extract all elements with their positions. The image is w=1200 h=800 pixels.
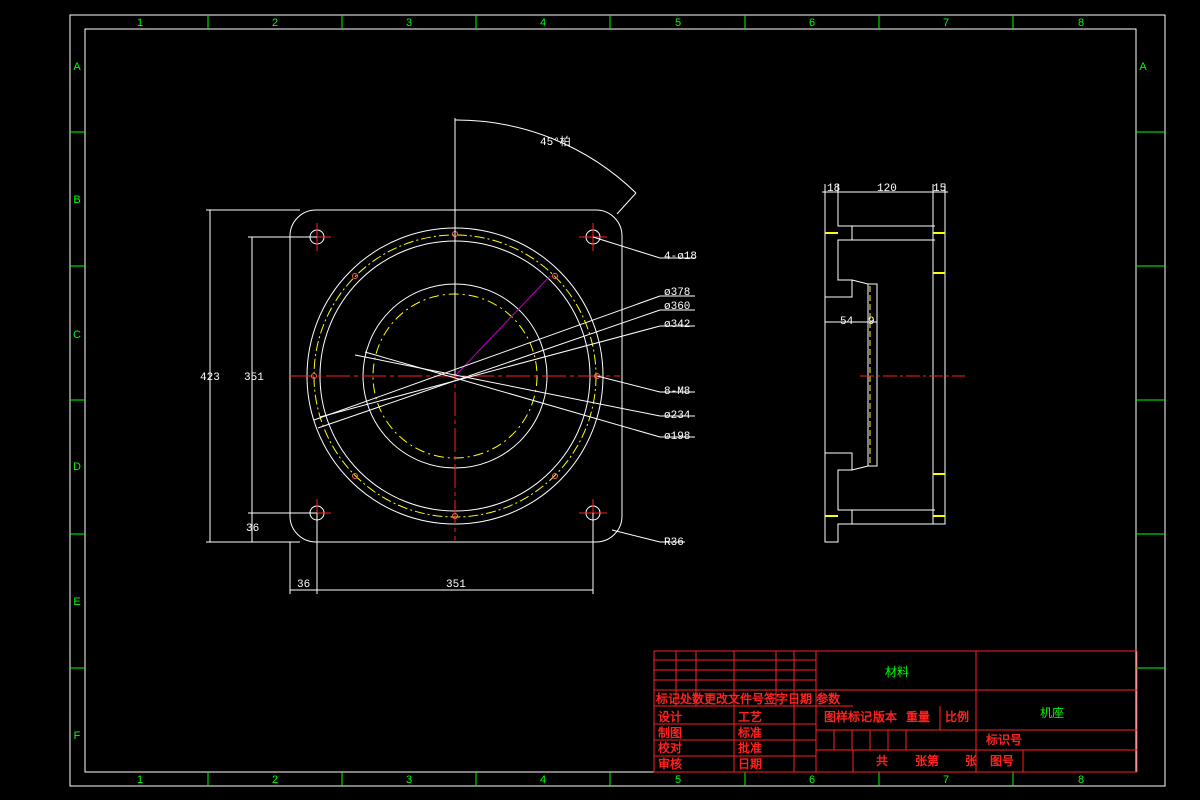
col-label-bottom-1: 1 (137, 774, 143, 786)
row-label-right-a: A (1139, 61, 1147, 73)
callout-d378: ø378 (664, 287, 690, 299)
tb-total: 共 (876, 753, 888, 768)
col-label-bottom-4: 4 (540, 774, 546, 786)
tb-version: 版本 (873, 709, 897, 724)
dim-right-flange: 15 (933, 183, 946, 195)
callout-radius: R36 (664, 537, 684, 549)
tb-drawing-no: 图号 (990, 753, 1014, 768)
tb-date: 日期 (738, 756, 762, 771)
tb-stage-mark: 图样标记 (824, 709, 872, 724)
front-dimension-lines (206, 209, 594, 594)
angle-dimension (454, 118, 637, 377)
col-label-bottom-7: 7 (943, 774, 949, 786)
tb-design: 设计 (658, 709, 682, 724)
dim-step-depth: 54 (840, 316, 854, 328)
tb-id-code: 标识号 (985, 732, 1022, 747)
tb-standard: 标准 (737, 725, 762, 740)
row-label-left-f: F (74, 730, 81, 742)
dim-overall-height: 423 (200, 372, 220, 384)
dim-hole-offset-v: 36 (246, 523, 259, 535)
tb-drawing: 制图 (658, 725, 682, 740)
tb-review: 审核 (658, 756, 682, 771)
row-label-left-b: B (73, 194, 80, 206)
col-label-top-6: 6 (809, 17, 815, 29)
tb-process: 工艺 (738, 709, 762, 724)
row-label-left-e: E (73, 596, 80, 608)
col-label-bottom-6: 6 (809, 774, 815, 786)
dim-hole-offset-h: 36 (297, 579, 310, 591)
callout-d234: ø234 (664, 410, 691, 422)
col-label-bottom-3: 3 (406, 774, 412, 786)
row-label-left-c: C (73, 329, 81, 341)
drawing-frame (69, 14, 1166, 787)
col-label-top-8: 8 (1078, 17, 1084, 29)
row-label-left-a: A (73, 61, 81, 73)
zone-labels: 1 2 3 4 5 6 7 8 1 2 3 4 5 6 7 8 A B C D … (73, 17, 1147, 786)
dim-wall: 9 (868, 316, 875, 328)
row-label-left-d: D (73, 461, 81, 473)
tb-sheet: 张 (965, 753, 978, 768)
tb-header-row: 标记处数更改文件号签字日期 参数 (655, 691, 841, 706)
dim-left-flange: 18 (827, 183, 840, 195)
col-label-top-7: 7 (943, 17, 949, 29)
col-label-top-2: 2 (272, 17, 278, 29)
tb-material: 材料 (885, 665, 909, 679)
angle-label: 45°柏 (540, 134, 571, 149)
tb-weight: 重量 (906, 709, 930, 724)
tb-sheets-of: 张第 (915, 753, 939, 768)
front-view: 45°柏 4-ø18 ø378 ø360 ø342 8-M8 ø234 ø198… (200, 118, 697, 594)
tb-part-name: 机座 (1040, 705, 1064, 720)
col-label-top-3: 3 (406, 17, 412, 29)
col-label-bottom-2: 2 (272, 774, 278, 786)
tb-check: 校对 (658, 740, 682, 755)
tb-approve: 批准 (738, 740, 762, 755)
col-label-bottom-5: 5 (675, 774, 681, 786)
col-label-top-4: 4 (540, 17, 546, 29)
dim-body-width: 120 (877, 183, 897, 195)
dim-hole-spacing-h: 351 (446, 579, 466, 591)
col-label-top-1: 1 (137, 17, 143, 29)
col-label-top-5: 5 (675, 17, 681, 29)
zone-grid (70, 15, 1165, 786)
title-block: 标记处数更改文件号签字日期 参数 设计 工艺 制图 标准 校对 批准 审核 日期… (653, 650, 1138, 773)
callout-d360: ø360 (664, 301, 690, 313)
side-view: 18 120 15 54 9 (822, 183, 965, 543)
callout-d342: ø342 (664, 319, 690, 331)
callout-holes: 4-ø18 (664, 251, 697, 263)
tb-scale: 比例 (945, 709, 969, 724)
leader-lines (313, 236, 695, 543)
dim-hole-spacing-v: 351 (244, 372, 264, 384)
callout-d198: ø198 (664, 431, 690, 443)
callout-threads: 8-M8 (664, 386, 690, 398)
col-label-bottom-8: 8 (1078, 774, 1084, 786)
